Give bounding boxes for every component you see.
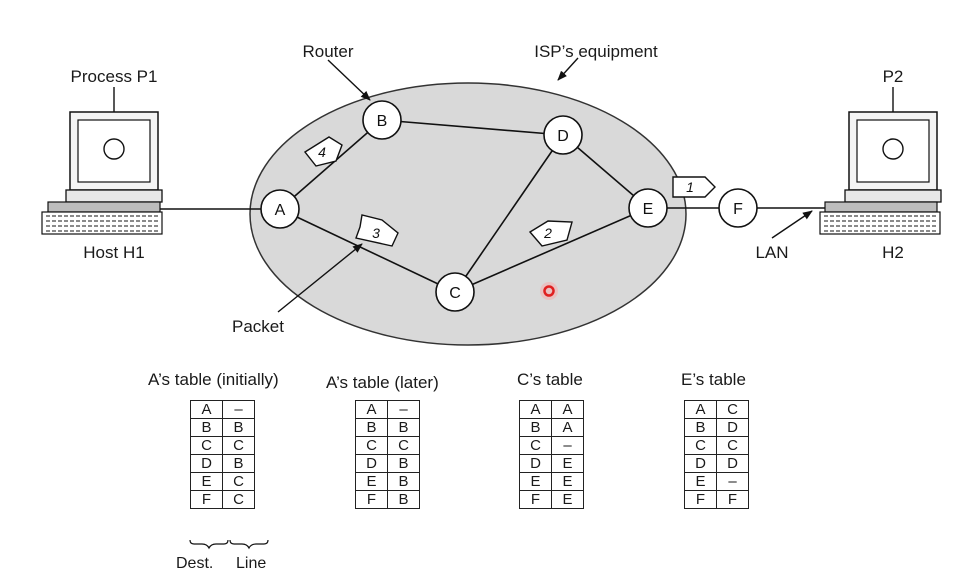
router-label: Router [302, 42, 353, 61]
svg-text:4: 4 [318, 144, 326, 160]
cursor-dot [540, 282, 558, 300]
table-title-a-initial: A’s table (initially) [148, 370, 279, 389]
svg-text:3: 3 [372, 225, 380, 241]
packet-2: 2 [528, 220, 573, 247]
router-node-c: C [435, 272, 475, 312]
svg-text:F: F [733, 201, 743, 218]
table-title-c: C’s table [517, 370, 583, 389]
svg-text:A: A [275, 202, 286, 219]
host-h2-computer-icon [819, 111, 942, 235]
dest-brace [189, 539, 229, 550]
lan-label: LAN [755, 243, 788, 262]
h2-label: H2 [882, 243, 904, 262]
svg-text:B: B [377, 113, 388, 130]
link-a-b [279, 119, 383, 210]
lan-pointer [771, 210, 813, 239]
dest-column-label: Dest. [176, 555, 214, 572]
svg-text:2: 2 [543, 225, 552, 241]
isp-equipment-label: ISP’s equipment [534, 42, 658, 61]
table-row: C– [519, 436, 584, 455]
packet-label: Packet [232, 317, 284, 336]
table-row: A– [355, 400, 420, 419]
host-h1-computer-icon [41, 111, 163, 235]
link-b-d [381, 119, 564, 136]
router-node-b: B [362, 100, 402, 140]
link-c-e [454, 207, 649, 293]
svg-text:E: E [643, 201, 654, 218]
router-pointer [327, 59, 371, 101]
router-node-f: F [718, 188, 758, 228]
line-column-label: Line [236, 555, 267, 572]
svg-text:D: D [557, 128, 569, 145]
router-node-d: D [543, 115, 583, 155]
packet-3: 3 [355, 214, 399, 247]
svg-text:C: C [449, 285, 461, 302]
line-brace [229, 539, 269, 550]
packet-1: 1 [672, 176, 716, 198]
link-a-c [279, 208, 456, 293]
table-title-e: E’s table [681, 370, 746, 389]
table-title-a-later: A’s table (later) [326, 373, 439, 392]
p2-label: P2 [883, 67, 904, 86]
packet-4: 4 [303, 136, 343, 167]
table-row: E– [684, 472, 749, 491]
host-h1-label: Host H1 [83, 243, 144, 262]
router-node-e: E [628, 188, 668, 228]
isp-pointer [557, 57, 579, 81]
table-row: A– [190, 400, 255, 419]
router-node-a: A [260, 189, 300, 229]
link-c-d [454, 134, 564, 293]
column-braces [189, 539, 269, 550]
svg-text:1: 1 [686, 179, 694, 195]
process-p1-label: Process P1 [71, 67, 158, 86]
packet-pointer [277, 243, 363, 313]
